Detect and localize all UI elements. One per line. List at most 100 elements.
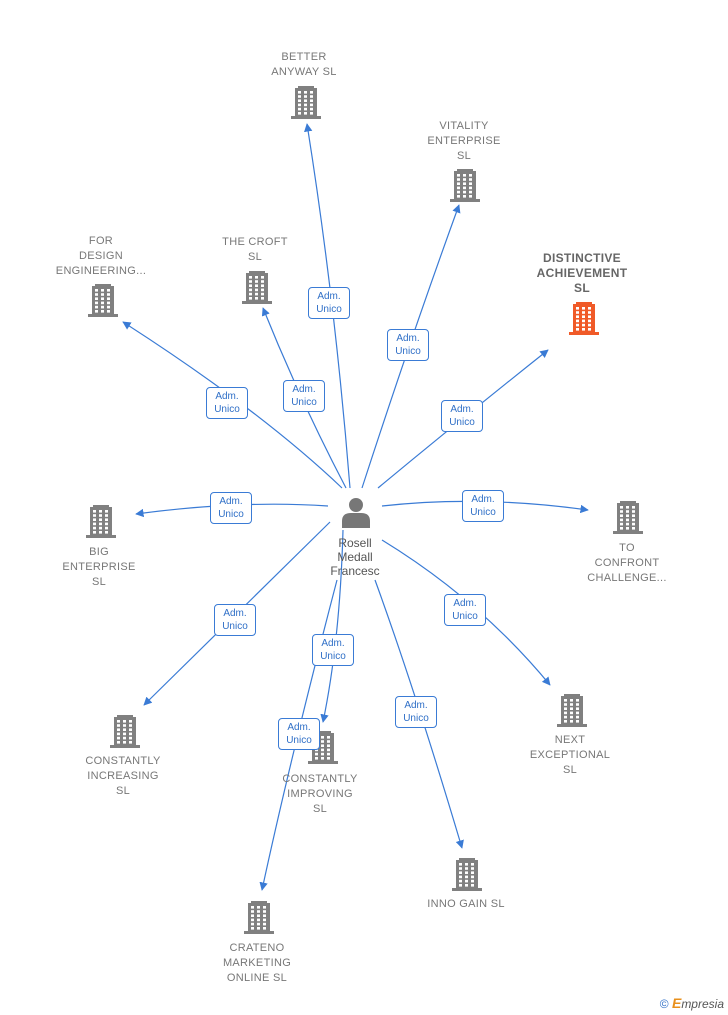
relation-label-constantly-improving[interactable]: Adm.Unico bbox=[312, 634, 354, 666]
building-icon-crateno-marketing-online[interactable] bbox=[244, 901, 274, 934]
relation-label-line: Unico bbox=[449, 417, 475, 428]
person-icon[interactable] bbox=[342, 498, 370, 528]
company-label-line: NEXT bbox=[554, 734, 586, 746]
company-label-line: EXCEPTIONAL bbox=[529, 749, 611, 761]
company-label-line: ANYWAY SL bbox=[271, 66, 337, 78]
relation-label-to-confront-challenge[interactable]: Adm. Unico bbox=[462, 490, 504, 522]
relation-label-line: Unico bbox=[286, 735, 312, 746]
person-name-line: Francesc bbox=[330, 564, 380, 578]
company-label-line: VITALITY bbox=[439, 120, 489, 132]
relation-label-line: Unico bbox=[403, 713, 429, 724]
relation-label-constantly-increasing[interactable]: Adm. Unico bbox=[214, 604, 256, 636]
company-label-line: INCREASING bbox=[87, 770, 159, 782]
relation-label-line: Unico bbox=[222, 621, 248, 632]
company-label-inno-gain[interactable]: INNO GAIN SL bbox=[427, 897, 505, 912]
building-icon-next-exceptional[interactable] bbox=[557, 694, 587, 727]
relation-label-line: Adm. bbox=[287, 722, 311, 733]
company-label-line: SL bbox=[247, 251, 263, 263]
company-label-line: CONSTANTLY bbox=[282, 773, 358, 785]
relation-label-line: Adm. bbox=[471, 494, 495, 505]
relation-label-crateno-marketing-online[interactable]: Adm. Unico bbox=[278, 718, 320, 750]
relation-label-line: Adm. bbox=[223, 608, 247, 619]
relation-label-line: Unico bbox=[316, 304, 342, 315]
company-label-next-exceptional[interactable]: NEXT EXCEPTIONAL SL bbox=[530, 733, 610, 778]
company-label-crateno-marketing-online[interactable]: CRATENO MARKETING ONLINE SL bbox=[223, 941, 291, 986]
relation-label-for-design-engineering[interactable]: Adm. Unico bbox=[206, 387, 248, 419]
building-icon-for-design-engineering[interactable] bbox=[88, 284, 118, 317]
company-label-line: ENTERPRISE bbox=[62, 561, 136, 573]
relation-label-big-enterprise[interactable]: Adm. Unico bbox=[210, 492, 252, 524]
company-label-line: BETTER bbox=[281, 51, 327, 63]
company-label-line: ONLINE SL bbox=[226, 972, 288, 984]
company-label-line: IMPROVING bbox=[287, 788, 353, 800]
company-label-line: SL bbox=[574, 281, 590, 295]
relation-label-line: Adm. bbox=[404, 700, 428, 711]
empresia-logo-initial[interactable]: E bbox=[671, 995, 682, 1011]
relation-label-line: Unico bbox=[395, 346, 421, 357]
company-label-line: SL bbox=[562, 764, 578, 776]
company-label-line: CRATENO bbox=[229, 942, 285, 954]
company-label-line: SL bbox=[91, 576, 107, 588]
relation-label-line: Unico bbox=[214, 404, 240, 415]
company-label-line: THE CROFT bbox=[222, 236, 288, 248]
relation-label-line: Adm. bbox=[396, 333, 420, 344]
relation-label-next-exceptional[interactable]: Adm. Unico bbox=[444, 594, 486, 626]
company-label-line: SL bbox=[312, 803, 328, 815]
empresia-logo-text[interactable]: mpresia bbox=[681, 997, 724, 1011]
relation-label-line: Unico bbox=[452, 611, 478, 622]
edge-constantly-improving bbox=[320, 529, 344, 723]
company-label-the-croft[interactable]: THE CROFT SL bbox=[222, 235, 288, 265]
person-name-line: Rosell bbox=[338, 536, 372, 550]
company-label-line: CONFRONT bbox=[594, 557, 660, 569]
company-label-line: TO bbox=[619, 542, 635, 554]
building-icon-better-anyway[interactable] bbox=[291, 86, 321, 119]
company-label-line: CONSTANTLY bbox=[85, 755, 161, 767]
building-icon-to-confront-challenge[interactable] bbox=[613, 501, 643, 534]
copyright-symbol: © bbox=[659, 997, 669, 1011]
relation-label-better-anyway[interactable]: Adm. Unico bbox=[308, 287, 350, 319]
building-icon-distinctive-achievement[interactable] bbox=[569, 302, 599, 335]
footer-credit: © Empresia bbox=[660, 995, 724, 1011]
relation-label-line: Adm. bbox=[215, 391, 239, 402]
company-label-constantly-increasing[interactable]: CONSTANTLY INCREASING SL bbox=[85, 754, 160, 799]
relation-label-inno-gain[interactable]: Adm. Unico bbox=[395, 696, 437, 728]
relation-label-vitality-enterprise[interactable]: Adm. Unico bbox=[387, 329, 429, 361]
relation-label-line: Unico bbox=[470, 507, 496, 518]
company-label-big-enterprise[interactable]: BIG ENTERPRISE SL bbox=[62, 545, 135, 590]
relation-label-line: Adm. bbox=[453, 598, 477, 609]
relation-label-line: Adm. bbox=[219, 496, 243, 507]
building-icon-big-enterprise[interactable] bbox=[86, 505, 116, 538]
relation-label-the-croft[interactable]: Adm. Unico bbox=[283, 380, 325, 412]
building-icon-vitality-enterprise[interactable] bbox=[450, 169, 480, 202]
building-icon-inno-gain[interactable] bbox=[452, 858, 482, 891]
company-label-line: ACHIEVEMENT bbox=[536, 266, 628, 280]
company-label-line: DISTINCTIVE bbox=[543, 251, 621, 265]
company-label-line: INNO GAIN SL bbox=[427, 898, 505, 910]
relation-label-line: Unico bbox=[218, 509, 244, 520]
relation-label-line: Unico bbox=[291, 397, 317, 408]
company-label-line: ENGINEERING... bbox=[55, 265, 147, 277]
company-label-better-anyway[interactable]: BETTER ANYWAY SL bbox=[271, 50, 336, 80]
company-label-for-design-engineering[interactable]: FOR DESIGN ENGINEERING... bbox=[56, 234, 146, 279]
company-label-line: FOR bbox=[88, 235, 114, 247]
company-label-constantly-improving[interactable]: CONSTANTLY IMPROVING SL bbox=[282, 772, 357, 817]
relation-label-line: Adm. bbox=[317, 291, 341, 302]
relation-label-distinctive-achievement[interactable]: Adm. Unico bbox=[441, 400, 483, 432]
company-label-line: DESIGN bbox=[79, 250, 123, 262]
building-icon-the-croft[interactable] bbox=[242, 271, 272, 304]
building-icon-constantly-increasing[interactable] bbox=[110, 715, 140, 748]
company-label-line: BIG bbox=[89, 546, 109, 558]
company-label-line: SL bbox=[115, 785, 131, 797]
relation-label-line: Adm. bbox=[450, 404, 474, 415]
relation-label-line: Adm. bbox=[292, 384, 316, 395]
person-name-line: Medall bbox=[337, 550, 373, 564]
company-label-line: CHALLENGE... bbox=[587, 572, 667, 584]
company-label-line: MARKETING bbox=[222, 957, 292, 969]
company-label-to-confront-challenge[interactable]: TO CONFRONT CHALLENGE... bbox=[587, 541, 666, 586]
company-label-line: SL bbox=[456, 150, 472, 162]
relation-label-line: Adm. bbox=[321, 638, 345, 649]
